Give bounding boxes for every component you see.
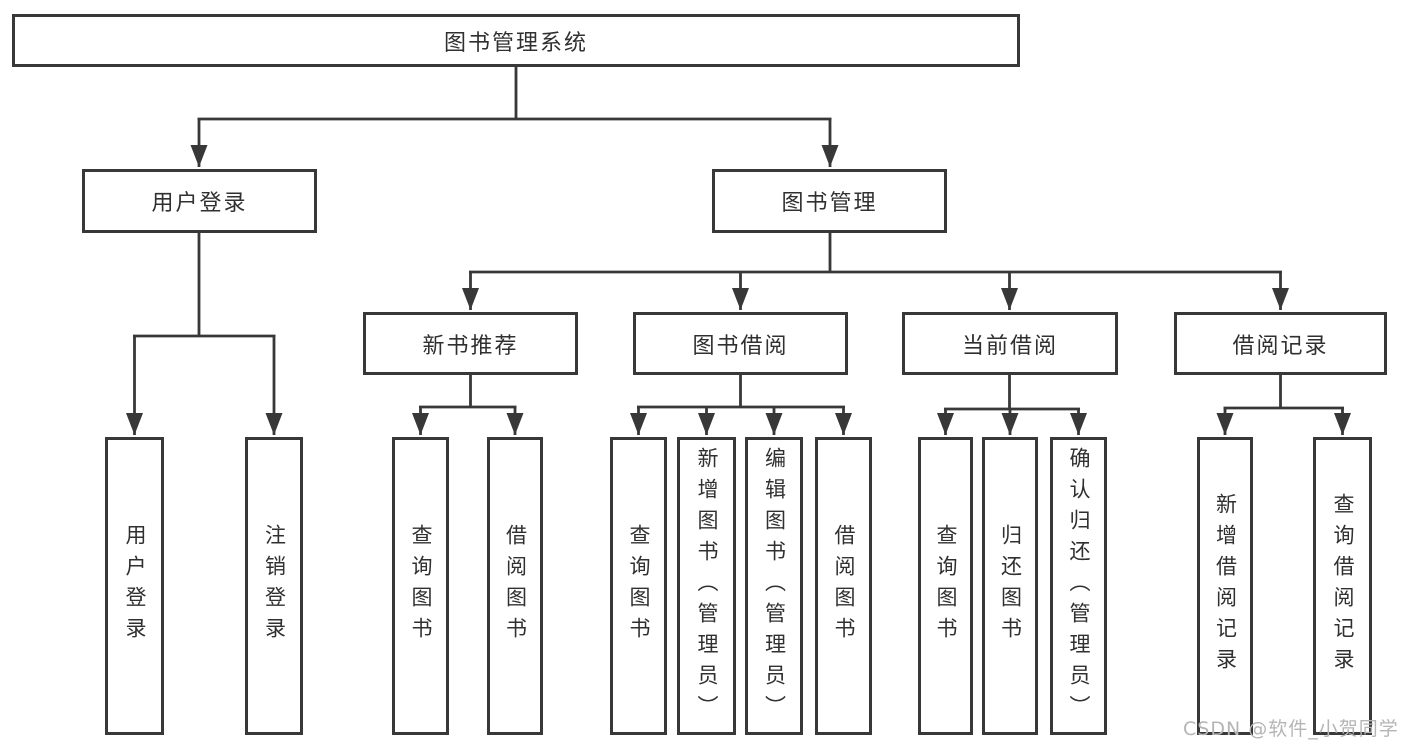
leaf-confirm-return: 确认归还（管理员） (1050, 437, 1107, 735)
node-book-borrow-label: 图书借阅 (692, 333, 789, 359)
connector-bookborrow-bus (637, 375, 845, 409)
leaf-return-book: 归还图书 (982, 437, 1038, 735)
node-borrow-records-label: 借阅记录 (1232, 333, 1329, 359)
csdn-watermark: CSDN @软件_小贺同学 (1183, 718, 1399, 740)
node-book-mgmt-label: 图书管理 (781, 191, 878, 216)
leaf-logout: 注销登录 (245, 437, 303, 735)
node-book-borrow: 图书借阅 (633, 312, 848, 375)
node-borrow-records: 借阅记录 (1174, 312, 1387, 375)
node-user-login-label: 用户登录 (151, 191, 248, 216)
node-user-login: 用户登录 (82, 169, 317, 233)
node-current-borrow-label: 当前借阅 (961, 333, 1058, 359)
leaf-query-book-1: 查询图书 (392, 437, 449, 735)
connector-bookmgmt-bus (469, 233, 1282, 274)
leaf-query-borrow-record-label: 查询借阅记录 (1331, 493, 1356, 679)
leaf-edit-book-label: 编辑图书（管理员） (762, 446, 787, 726)
connector-userlogin-bus (133, 233, 276, 338)
node-new-book-rec: 新书推荐 (363, 312, 578, 375)
leaf-logout-label: 注销登录 (262, 524, 287, 648)
leaf-query-borrow-record: 查询借阅记录 (1313, 437, 1372, 735)
leaf-query-book-3: 查询图书 (918, 437, 973, 735)
node-root: 图书管理系统 (12, 14, 1020, 67)
leaf-add-borrow-record-label: 新增借阅记录 (1213, 493, 1238, 679)
connector-newbookrec-bus (419, 375, 517, 409)
leaf-user-login-label: 用户登录 (123, 524, 148, 648)
leaf-borrow-book-1-label: 借阅图书 (503, 524, 528, 648)
connector-root-bus (197, 66, 832, 121)
node-current-borrow: 当前借阅 (902, 312, 1118, 375)
leaf-return-book-label: 归还图书 (998, 524, 1023, 648)
leaf-borrow-book-2: 借阅图书 (815, 437, 872, 735)
leaf-user-login: 用户登录 (105, 437, 164, 735)
leaf-query-book-1-label: 查询图书 (409, 524, 434, 648)
leaf-edit-book: 编辑图书（管理员） (745, 437, 803, 735)
leaf-add-borrow-record: 新增借阅记录 (1197, 437, 1253, 735)
connector-borrowrecords-bus (1223, 375, 1344, 410)
leaf-add-book-label: 新增图书（管理员） (695, 446, 720, 726)
leaf-add-book: 新增图书（管理员） (677, 437, 736, 735)
leaf-query-book-2-label: 查询图书 (627, 524, 652, 648)
leaf-query-book-2: 查询图书 (610, 437, 667, 735)
connector-currentborrow-bus (944, 375, 1080, 411)
leaf-confirm-return-label: 确认归还（管理员） (1067, 446, 1092, 726)
node-book-mgmt: 图书管理 (712, 169, 947, 233)
node-root-label: 图书管理系统 (443, 30, 588, 56)
leaf-borrow-book-2-label: 借阅图书 (832, 524, 857, 648)
node-new-book-rec-label: 新书推荐 (422, 333, 519, 359)
leaf-borrow-book-1: 借阅图书 (487, 437, 543, 735)
leaf-query-book-3-label: 查询图书 (934, 524, 959, 648)
